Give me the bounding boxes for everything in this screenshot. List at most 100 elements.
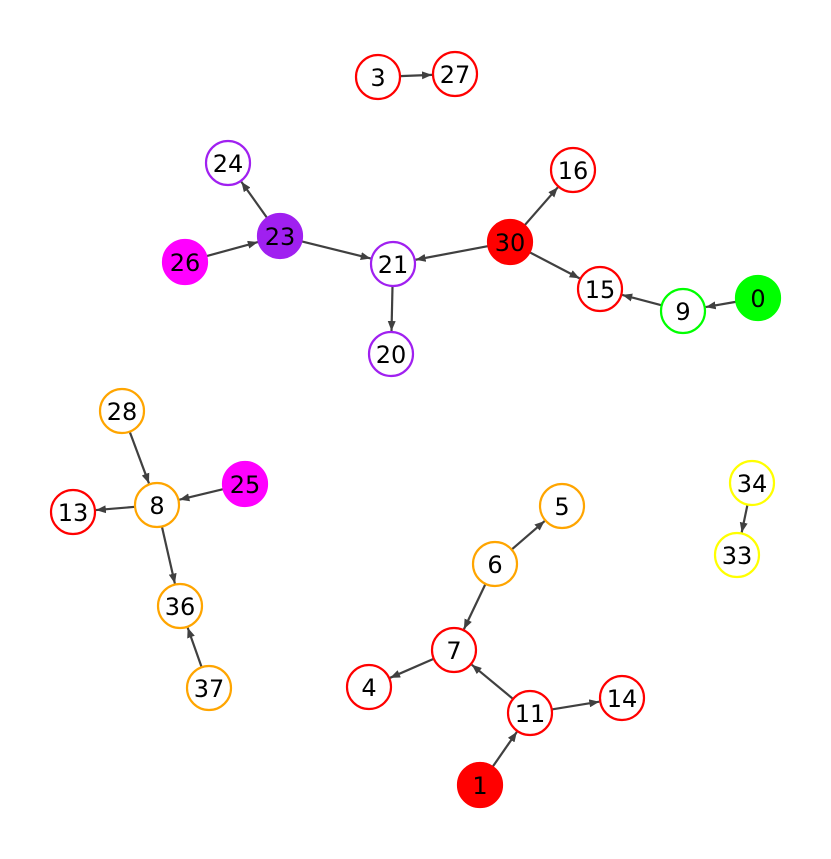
edge-30-to-21 [415,244,489,262]
node-27: 27 [431,50,479,98]
node-circle [713,531,761,579]
edge-23-to-24 [240,181,269,219]
edge-layer [95,71,749,768]
node-circle [576,265,624,313]
node-label: 11 [515,700,546,728]
node-label: 21 [378,251,409,279]
node-label: 28 [107,398,138,426]
edge-26-to-23 [205,240,259,258]
node-label: 30 [495,229,526,257]
edge-28-to-8 [128,431,151,484]
node-0: 0 [734,274,782,322]
node-label: 3 [370,64,385,92]
node-circle [221,460,269,508]
node-25: 25 [221,460,269,508]
node-6: 6 [471,540,519,588]
node-circle [486,218,534,266]
node-24: 24 [204,139,252,187]
node-circle [354,53,402,101]
node-circle [659,287,707,335]
node-circle [133,481,181,529]
edge-1-to-11 [491,731,518,768]
node-label: 20 [376,341,407,369]
edge-21-to-20 [387,285,396,332]
node-label: 23 [265,223,296,251]
node-label: 37 [194,675,225,703]
edge-6-to-7 [462,583,487,630]
node-23: 23 [256,212,304,260]
node-36: 36 [156,582,204,630]
node-34: 34 [728,459,776,507]
node-13: 13 [49,488,97,536]
node-circle [471,540,519,588]
node-label: 5 [554,493,569,521]
node-16: 16 [549,146,597,194]
node-21: 21 [369,240,417,288]
edge-7-to-4 [389,657,435,679]
edge-11-to-14 [551,699,600,711]
node-circle [345,663,393,711]
node-4: 4 [345,663,393,711]
node-20: 20 [367,330,415,378]
node-label: 16 [558,157,589,185]
node-label: 0 [750,285,765,313]
node-circle [369,240,417,288]
node-14: 14 [598,674,646,722]
node-37: 37 [185,664,233,712]
node-label: 7 [446,637,461,665]
node-label: 9 [675,298,690,326]
node-9: 9 [659,287,707,335]
node-7: 7 [430,626,478,674]
node-circle [49,488,97,536]
node-label: 15 [585,276,616,304]
node-label: 14 [607,685,638,713]
edge-6-to-5 [510,520,546,551]
node-3: 3 [354,53,402,101]
node-label: 26 [170,249,201,277]
node-circle [98,387,146,435]
edge-34-to-33 [739,504,749,533]
node-circle [185,664,233,712]
node-28: 28 [98,387,146,435]
node-33: 33 [713,531,761,579]
edge-8-to-36 [160,526,177,584]
edge-25-to-8 [179,488,224,502]
node-circle [538,482,586,530]
node-label: 6 [487,551,502,579]
node-layer: 0134567891113141516202123242526272830333… [49,50,782,809]
node-label: 1 [472,772,487,800]
node-circle [734,274,782,322]
node-circle [456,761,504,809]
node-circle [431,50,479,98]
edge-0-to-9 [705,300,737,310]
node-5: 5 [538,482,586,530]
node-circle [256,212,304,260]
node-label: 8 [149,492,164,520]
node-label: 4 [361,674,376,702]
node-circle [549,146,597,194]
node-circle [204,139,252,187]
node-circle [430,626,478,674]
node-circle [598,674,646,722]
node-label: 13 [58,499,89,527]
node-label: 25 [230,471,261,499]
edge-37-to-36 [186,627,203,668]
node-circle [506,689,554,737]
node-15: 15 [576,265,624,313]
node-circle [367,330,415,378]
edge-3-to-27 [399,71,433,80]
node-8: 8 [133,481,181,529]
edge-11-to-7 [471,663,514,700]
node-label: 24 [213,150,244,178]
edge-9-to-15 [621,293,663,307]
node-26: 26 [161,238,209,286]
edge-23-to-21 [301,240,371,260]
node-11: 11 [506,689,554,737]
edge-30-to-15 [528,251,581,280]
node-label: 36 [165,593,196,621]
node-circle [156,582,204,630]
node-circle [728,459,776,507]
node-label: 34 [737,470,768,498]
edge-8-to-13 [95,505,136,514]
